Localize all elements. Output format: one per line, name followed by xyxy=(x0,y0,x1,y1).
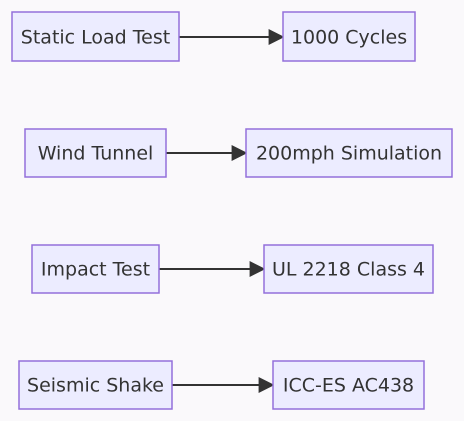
node-seismic-shake: Seismic Shake xyxy=(18,360,173,410)
node-200mph-simulation: 200mph Simulation xyxy=(245,128,453,178)
node-label: Static Load Test xyxy=(21,27,170,49)
node-1000-cycles: 1000 Cycles xyxy=(282,11,416,62)
node-label: UL 2218 Class 4 xyxy=(272,259,425,281)
node-ul-2218-class-4: UL 2218 Class 4 xyxy=(263,244,434,294)
node-label: Wind Tunnel xyxy=(38,143,154,165)
node-label: Impact Test xyxy=(41,259,150,281)
node-label: Seismic Shake xyxy=(27,375,164,397)
node-static-load-test: Static Load Test xyxy=(11,11,180,62)
node-label: 1000 Cycles xyxy=(291,27,407,49)
node-label: ICC-ES AC438 xyxy=(283,375,414,397)
node-label: 200mph Simulation xyxy=(256,143,442,165)
node-wind-tunnel: Wind Tunnel xyxy=(24,128,167,178)
node-icc-es-ac438: ICC-ES AC438 xyxy=(272,360,425,410)
node-impact-test: Impact Test xyxy=(31,244,160,294)
